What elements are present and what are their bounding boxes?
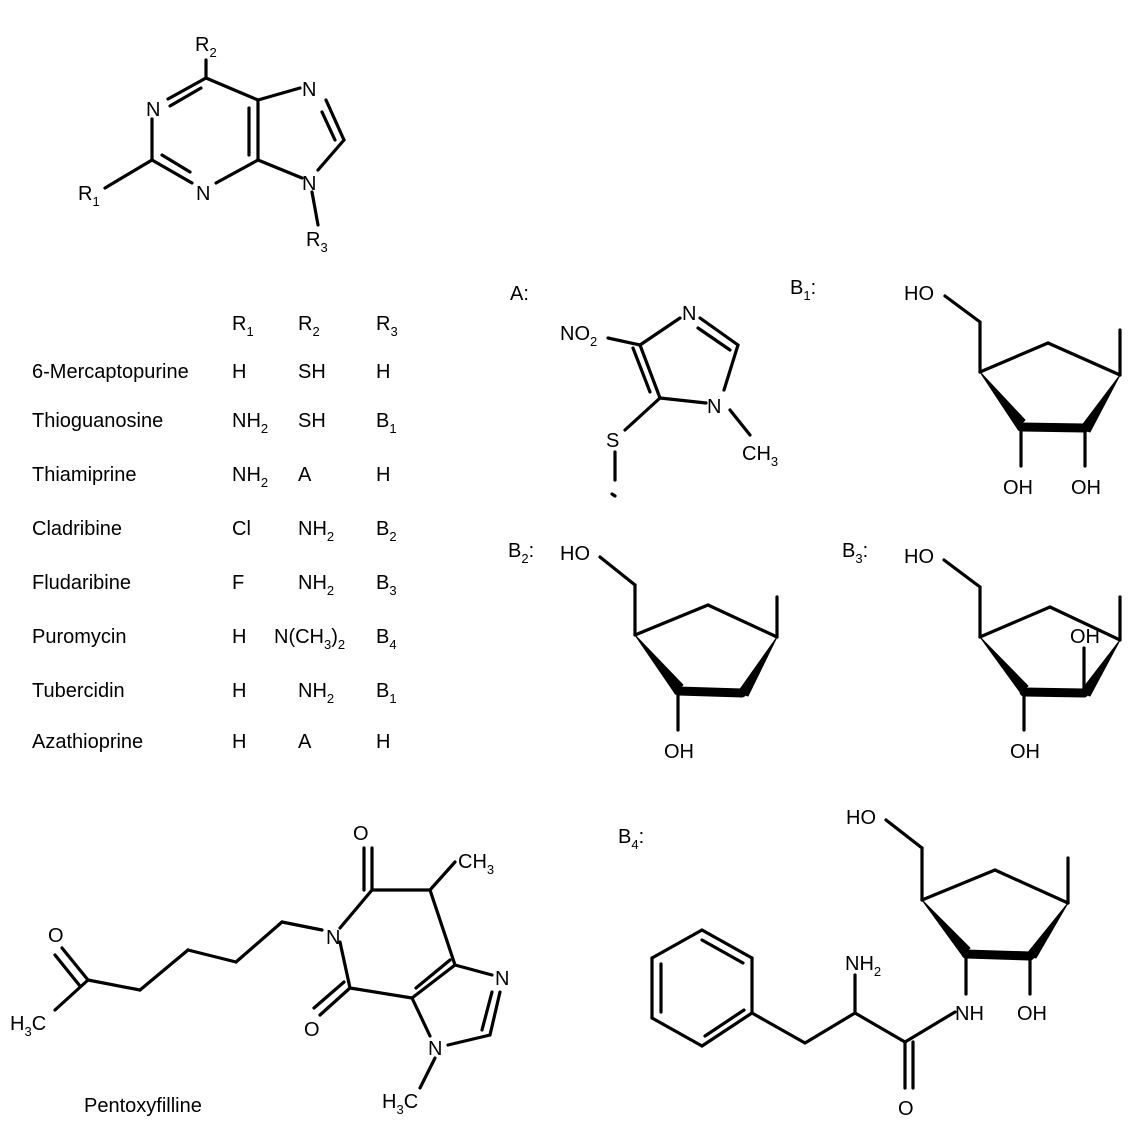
pentox-n-right: N [495,968,509,990]
label-b1: B1: [790,277,816,303]
table-row: 6-Mercaptopurine H SH H [32,361,390,383]
label-a: A: [510,283,529,305]
table-row: Thioguanosine NH2 SH B1 [32,410,397,436]
pentox-h3c-left: H3C [10,1013,46,1039]
table-row: Cladribine Cl NH2 B2 [32,518,397,544]
table-row: Tubercidin H NH2 B1 [32,680,397,706]
table-row: Azathioprine H A H [32,731,390,753]
a-n1: N [707,396,721,418]
b4-nh: NH [955,1003,984,1025]
table-row: Puromycin H N(CH3)2 B4 [32,626,397,652]
purine-scaffold: R2 N N N N R1 R3 [78,34,344,255]
label-b2: B2: [508,540,534,566]
drug-name: Fludaribine [32,572,131,594]
r2-value: NH2 [298,518,334,544]
pentox-o-top: O [353,823,369,845]
r2-value: A [298,731,312,753]
r1-label: R1 [78,183,100,209]
b3-oh-up: OH [1070,626,1100,648]
r1-value: NH2 [232,464,268,490]
sugar-b1: B1: HO OH OH [790,277,1120,499]
b3-ho: HO [904,546,934,568]
pentoxyfilline-structure: O H3C N O CH3 O N N H3C Pentoxyfil [10,823,509,1117]
r3-value: H [376,731,390,753]
b2-oh: OH [664,741,694,763]
r2-value: SH [298,361,326,383]
r1-value: H [232,626,246,648]
table-header-r3: R3 [376,313,398,339]
r3-value: B1 [376,680,397,706]
b1-oh-3: OH [1071,477,1101,499]
r3-value: H [376,361,390,383]
ketone-o: O [48,925,64,947]
drug-name: 6-Mercaptopurine [32,361,189,383]
purine-n1: N [146,99,160,121]
drug-name: Puromycin [32,626,126,648]
r2-value: NH2 [298,572,334,598]
r1-value: H [232,731,246,753]
b4-carbonyl-o: O [898,1098,914,1120]
a-n3: N [682,303,696,325]
r1-value: F [232,572,244,594]
drug-name: Cladribine [32,518,122,540]
r3-value: B3 [376,572,397,598]
b3-oh: OH [1010,741,1040,763]
r2-label: R2 [195,34,217,60]
sugar-b3: B3: HO OH OH [842,540,1120,763]
r1-value: NH2 [232,410,268,436]
r3-value: H [376,464,390,486]
substituent-table: R1 R2 R3 6-Mercaptopurine H SH H Thiogua… [32,313,398,753]
table-header-r2: R2 [298,313,320,339]
b2-ho: HO [560,543,590,565]
r2-value: NH2 [298,680,334,706]
pentox-n1: N [326,927,340,949]
nitro-group: NO2 [560,323,597,349]
sugar-b2: B2: HO OH [508,540,777,763]
b4-oh: OH [1017,1003,1047,1025]
r1-value: Cl [232,518,251,540]
purine-n7: N [302,79,316,101]
r1-value: H [232,361,246,383]
a-sulfur: S [606,430,619,452]
r2-value: SH [298,410,326,432]
r2-value: N(CH3)2 [274,626,345,652]
purine-n3: N [196,183,210,205]
drug-name: Tubercidin [32,680,125,702]
substituent-a: A: NO2 N N S CH3 [510,283,778,496]
sugar-b4: B4: HO NH OH O NH2 [618,807,1068,1120]
drug-name: Thioguanosine [32,410,163,432]
b1-ho: HO [904,283,934,305]
r2-value: A [298,464,312,486]
table-row: Fludaribine F NH2 B3 [32,572,397,598]
b4-amine: NH2 [845,953,881,979]
label-b3: B3: [842,540,868,566]
drug-name: Thiamiprine [32,464,136,486]
a-methyl: CH3 [742,443,778,469]
r1-value: H [232,680,246,702]
r3-label: R3 [306,229,328,255]
table-row: Thiamiprine NH2 A H [32,464,390,490]
label-b4: B4: [618,826,644,852]
purine-n9: N [302,173,316,195]
drug-name: Azathioprine [32,731,143,753]
pentox-o-bottom: O [304,1019,320,1041]
r3-value: B2 [376,518,397,544]
r3-value: B4 [376,626,397,652]
pentoxyfilline-label: Pentoxyfilline [84,1095,202,1117]
table-header-r1: R1 [232,313,254,339]
r3-value: B1 [376,410,397,436]
pentox-ch3-top: CH3 [458,851,494,877]
b1-oh-2: OH [1003,477,1033,499]
pentox-h3c-bottom: H3C [382,1091,418,1117]
b4-ho: HO [846,807,876,829]
